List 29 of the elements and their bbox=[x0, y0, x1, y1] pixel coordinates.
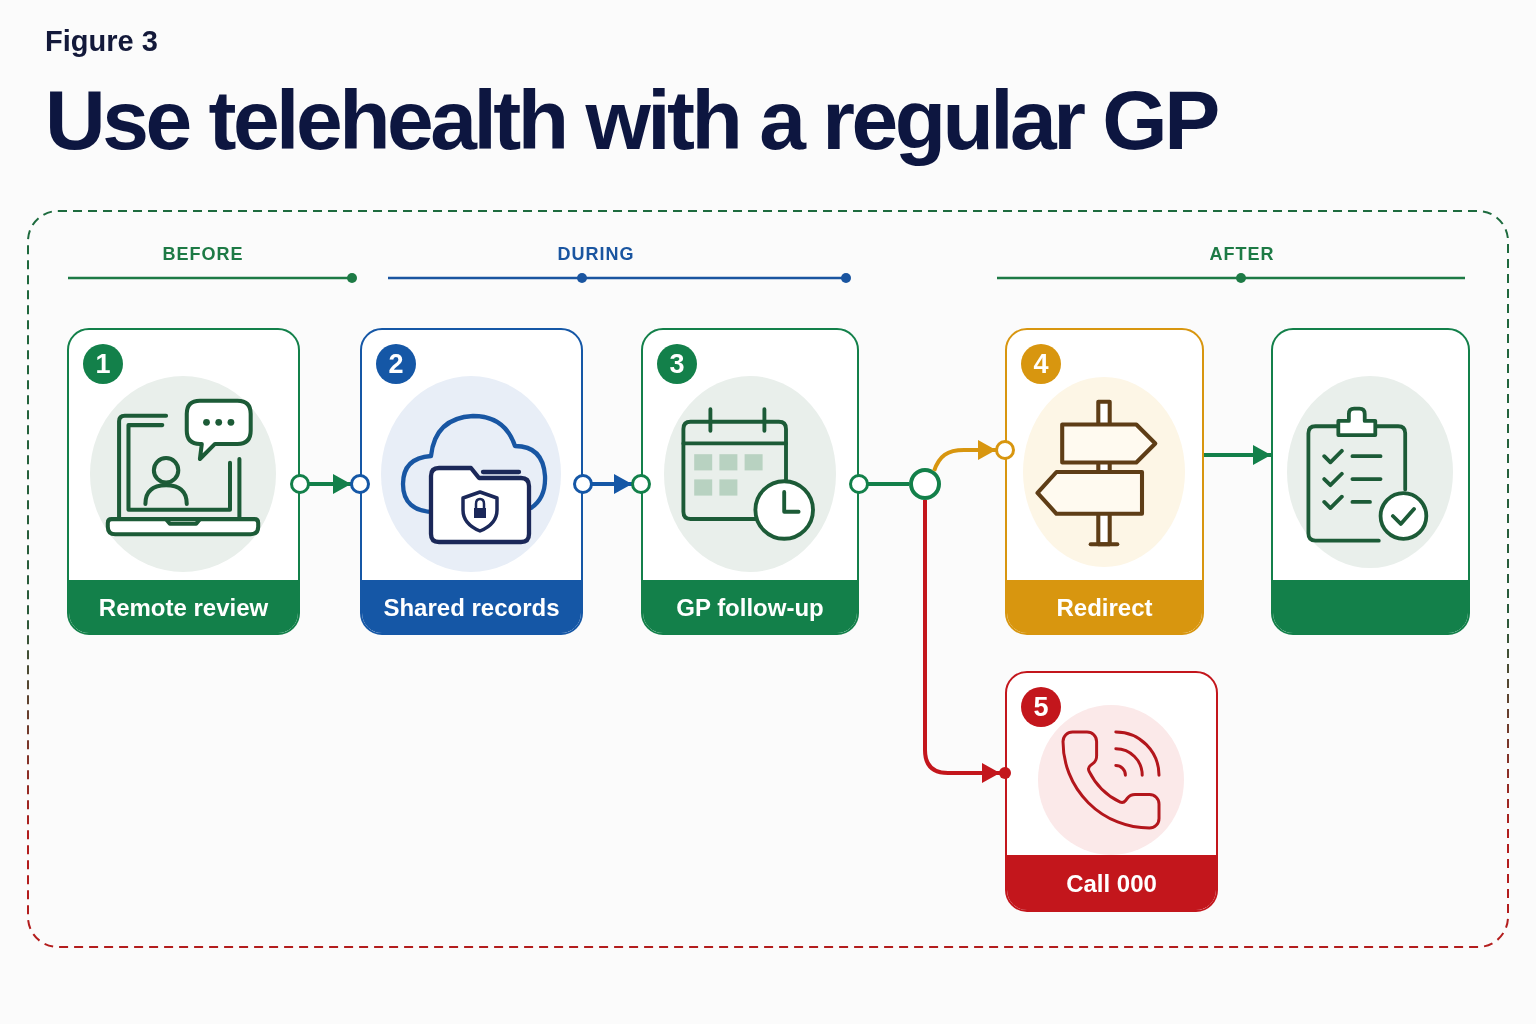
step-card bbox=[67, 328, 300, 635]
figure-number: Figure 3 bbox=[45, 25, 158, 59]
arrow bbox=[1204, 445, 1271, 465]
step-title: Redirect bbox=[1007, 580, 1202, 633]
step-number: 4 bbox=[1021, 344, 1061, 384]
step-number: 3 bbox=[657, 344, 697, 384]
step-number: 1 bbox=[83, 344, 123, 384]
phase-label: DURING bbox=[557, 244, 635, 266]
step-card bbox=[1271, 328, 1470, 635]
arrow bbox=[573, 472, 651, 496]
step-card bbox=[641, 328, 859, 635]
step-title: Shared records bbox=[362, 580, 581, 633]
step-title: Remote review bbox=[69, 580, 298, 633]
dashed-frame bbox=[27, 210, 1509, 948]
step-title: Call 000 bbox=[1007, 855, 1216, 910]
step-title: GP follow-up bbox=[643, 580, 857, 633]
arrow bbox=[932, 438, 1015, 472]
phase-label: BEFORE bbox=[162, 244, 244, 266]
step-number: 5 bbox=[1021, 687, 1061, 727]
title: Use telehealth with a regular GP bbox=[45, 72, 1217, 169]
step-card bbox=[1005, 328, 1204, 635]
junction-circle bbox=[909, 468, 941, 500]
step-card bbox=[1005, 671, 1218, 912]
connector-line bbox=[849, 474, 909, 494]
arrow bbox=[923, 500, 1011, 783]
arrow bbox=[290, 472, 370, 496]
step-number: 2 bbox=[376, 344, 416, 384]
step-card bbox=[360, 328, 583, 635]
phase-label: AFTER bbox=[1209, 244, 1275, 266]
